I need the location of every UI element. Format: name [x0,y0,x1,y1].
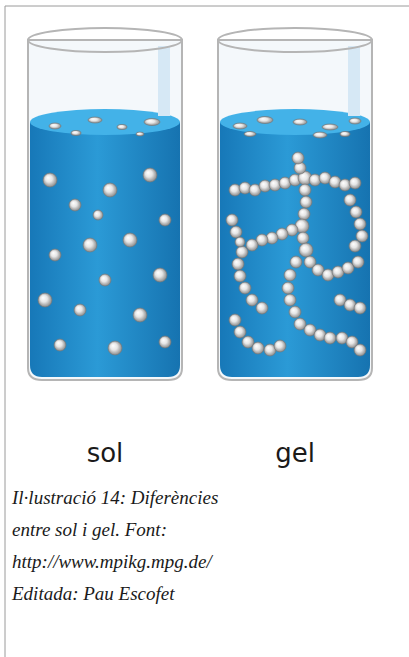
frame-line [5,6,6,657]
sol-beaker [28,28,182,380]
gel-beaker [218,28,372,380]
gel-label: gel [275,438,315,468]
gel-particles [226,117,368,357]
figure-caption: Il·lustració 14: Diferències entre sol i… [12,482,252,610]
frame-line [5,6,409,7]
sol-label: sol [87,438,124,468]
sol-particles [38,117,171,355]
